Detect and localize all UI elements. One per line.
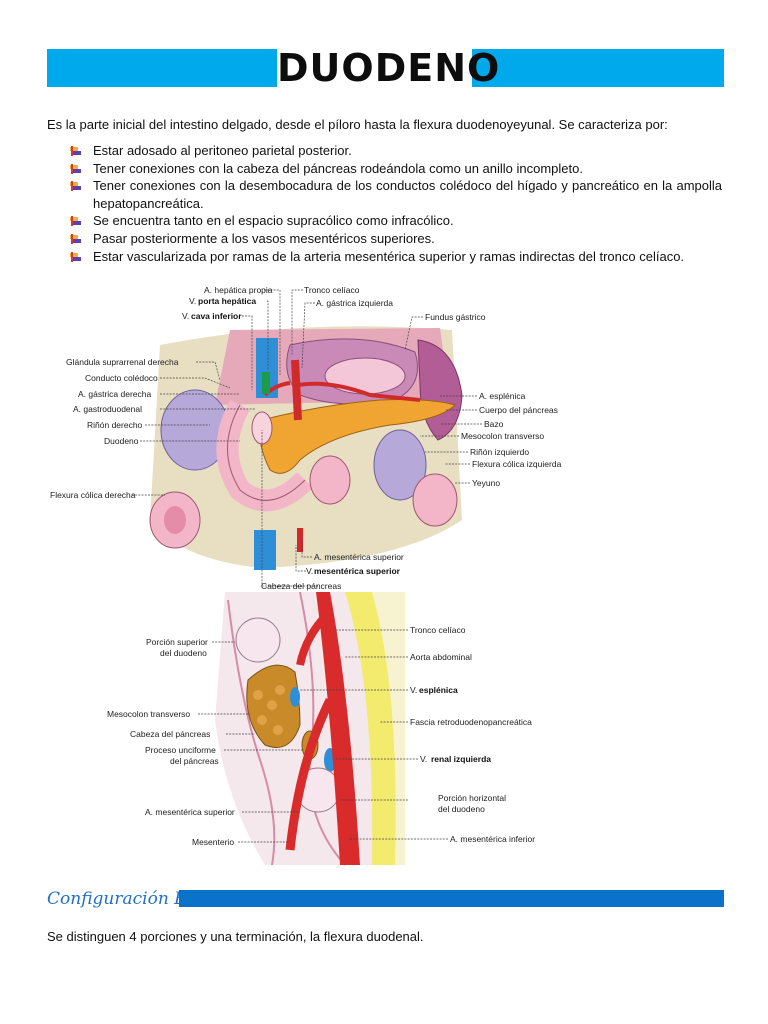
label-rinon-derecho: Riñón derecho	[87, 420, 143, 430]
label-cabeza-pancreas: Cabeza del páncreas	[261, 581, 341, 591]
list-item: Tener conexiones con la cabeza del páncr…	[70, 160, 722, 178]
label-fundus-gastrico: Fundus gástrico	[425, 312, 486, 322]
label-porcion-superior-2: del duodeno	[160, 648, 207, 658]
bullet-icon	[70, 233, 81, 244]
outro-paragraph: Se distinguen 4 porciones y una terminac…	[47, 929, 424, 944]
label-porcion-superior-1: Porción superior	[146, 637, 208, 647]
label-cuerpo-pancreas: Cuerpo del páncreas	[479, 405, 558, 415]
label-esplenica: A. esplénica	[479, 391, 526, 401]
label-mes-sup-v-prefix: V.	[306, 566, 313, 576]
label-mesocolon-2: Mesocolon transverso	[107, 709, 190, 719]
label-v-esplenica-prefix: V.	[410, 685, 417, 695]
bullet-icon	[70, 163, 81, 174]
bullet-icon	[70, 216, 81, 227]
label-mesocolon: Mesocolon transverso	[461, 431, 544, 441]
label-renal-izquierda: renal izquierda	[431, 754, 491, 764]
label-mes-sup-2: A. mesentérica superior	[145, 807, 235, 817]
section-bar	[179, 890, 724, 907]
label-mes-sup-v: mesentérica superior	[314, 566, 401, 576]
label-bazo: Bazo	[484, 419, 504, 429]
label-unciforme-1: Proceso unciforme	[145, 745, 216, 755]
section-header: Configuración Externa	[47, 887, 724, 909]
label-gastroduodenal: A. gastroduodenal	[73, 404, 142, 414]
label-gastrica-izquierda: A. gástrica izquierda	[316, 298, 393, 308]
label-fascia: Fascia retroduodenopancreática	[410, 717, 532, 727]
label-cava-inferior: cava inferior	[191, 311, 242, 321]
label-v-cava: V.	[182, 311, 189, 321]
bullet-icon	[70, 251, 81, 262]
label-mes-inf: A. mesentérica inferior	[450, 834, 535, 844]
label-tronco-celiaco: Tronco celíaco	[304, 285, 360, 295]
label-mes-sup-a: A. mesentérica superior	[314, 552, 404, 562]
bullet-list: Estar adosado al peritoneo parietal post…	[70, 142, 722, 265]
label-conducto-coledoco: Conducto colédoco	[85, 373, 158, 383]
page-title: DUODENO	[277, 46, 501, 90]
intro-paragraph: Es la parte inicial del intestino delgad…	[47, 117, 668, 132]
title-bar-right	[472, 49, 724, 87]
list-item: Estar vascularizada por ramas de la arte…	[70, 248, 722, 266]
list-item: Pasar posteriormente a los vasos mesenté…	[70, 230, 722, 248]
label-glandula-suprarrenal: Glándula suprarrenal derecha	[66, 357, 179, 367]
list-item: Se encuentra tanto en el espacio supracó…	[70, 212, 722, 230]
label-horizontal-1: Porción horizontal	[438, 793, 506, 803]
label-yeyuno: Yeyuno	[472, 478, 500, 488]
duodenum-pancreas-illustration: A. hepática propia V. porta hepática V. …	[50, 285, 562, 591]
list-item: Estar adosado al peritoneo parietal post…	[70, 142, 722, 160]
bullet-icon	[70, 181, 81, 192]
label-v-esplenica: esplénica	[419, 685, 458, 695]
list-item: Tener conexiones con la desembocadura de…	[70, 177, 722, 212]
label-cabeza-2: Cabeza del páncreas	[130, 729, 210, 739]
label-flexura-izquierda: Flexura cólica izquierda	[472, 459, 562, 469]
label-horizontal-2: del duodeno	[438, 804, 485, 814]
label-mesenterio: Mesenterio	[192, 837, 234, 847]
label-v-porta: V.	[189, 296, 196, 306]
bullet-icon	[70, 146, 81, 156]
label-flexura-derecha: Flexura cólica derecha	[50, 490, 136, 500]
label-hepatica-propia: A. hepática propia	[204, 285, 273, 295]
label-gastrica-derecha: A. gástrica derecha	[78, 389, 152, 399]
label-rinon-izquierdo: Riñón izquierdo	[470, 447, 529, 457]
label-aorta: Aorta abdominal	[410, 652, 472, 662]
label-porta-hepatica: porta hepática	[198, 296, 256, 306]
label-tronco-celiaco-2: Tronco celíaco	[410, 625, 466, 635]
label-unciforme-2: del páncreas	[170, 756, 219, 766]
label-duodeno: Duodeno	[104, 436, 139, 446]
title-bar-left	[47, 49, 277, 87]
label-renal-prefix: V.	[420, 754, 427, 764]
sagittal-section-illustration: Porción superior del duodeno Tronco celí…	[107, 591, 535, 866]
